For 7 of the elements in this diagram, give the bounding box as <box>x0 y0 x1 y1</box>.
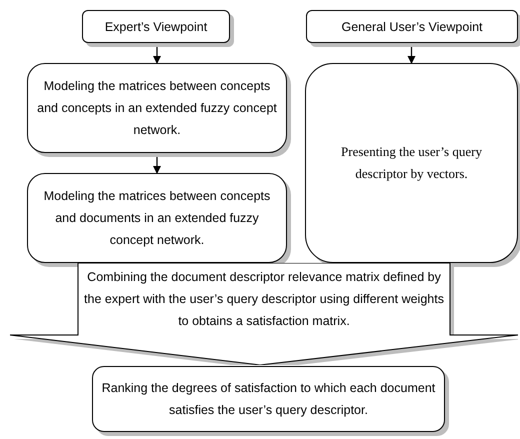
step-text: Ranking the degrees of satisfaction to which each document satisfies the user’s query descriptor. <box>101 380 436 419</box>
step-text: Expert’s Viewpoint <box>104 18 208 36</box>
step-text: Modeling the matrices between concepts and concepts in an extended fuzzy concept network. <box>36 78 278 139</box>
step-text: General User’s Viewpoint <box>341 18 483 36</box>
step-text: Combining the document descriptor relevance matrix defined by the expert with the user’s query descriptor using different weights to obtains a satisfaction matrix. <box>83 269 445 330</box>
step-text: Presenting the user’s query descriptor by vectors. <box>340 143 483 183</box>
step-text: Modeling the matrices between concepts and documents in an extended fuzzy concept network. <box>42 188 272 249</box>
